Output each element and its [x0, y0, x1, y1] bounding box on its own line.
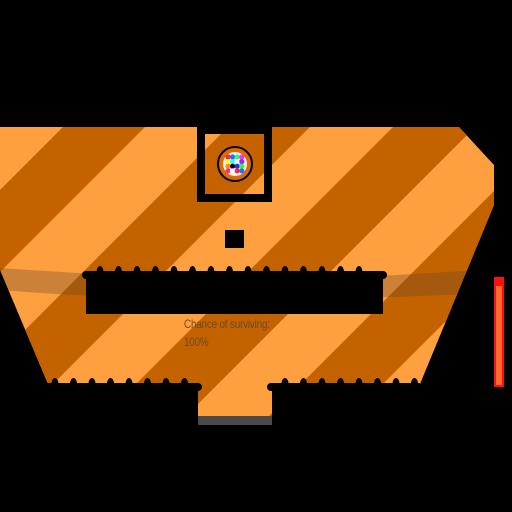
bottom-right-wall [272, 384, 422, 512]
ball-dot [225, 163, 231, 169]
middle-bar [86, 274, 383, 314]
spike [300, 266, 307, 278]
spikes-middle [96, 266, 363, 278]
spike [125, 378, 133, 390]
spike [107, 378, 114, 390]
ball-dot [225, 168, 231, 174]
arena-stripe [0, 127, 152, 425]
ball-dot [239, 154, 245, 160]
spike [70, 378, 77, 390]
spike [189, 266, 196, 278]
ball-dot [239, 168, 245, 174]
ball-dot [230, 163, 236, 169]
ball-dot [234, 168, 240, 174]
spikes-left [51, 378, 188, 390]
spike [244, 266, 252, 278]
ball-dots [225, 154, 245, 174]
ball-dot [230, 168, 236, 174]
spike [411, 378, 418, 390]
ball-dot [225, 159, 231, 165]
spike [88, 378, 96, 390]
spike [152, 266, 159, 278]
spike [162, 378, 170, 390]
ball-dot [234, 154, 240, 160]
spike [207, 266, 215, 278]
spike [374, 378, 381, 390]
ball-dot [234, 159, 240, 165]
bottom-left-lip [44, 383, 202, 391]
spike [51, 378, 59, 390]
ball-dot [239, 159, 245, 165]
ball-dot [230, 154, 236, 160]
spike [337, 378, 344, 390]
bottom-right-platform [267, 378, 422, 512]
middle-spike-bar [82, 266, 387, 314]
ball-dot [239, 163, 245, 169]
spike [133, 266, 141, 278]
small-block [225, 230, 244, 248]
spike [281, 378, 289, 390]
arena-stripe [245, 127, 494, 425]
spike [318, 378, 326, 390]
spike [300, 378, 307, 390]
exit-strip [197, 416, 272, 425]
player-ball[interactable] [217, 146, 253, 182]
spike [170, 266, 178, 278]
spike [318, 266, 326, 278]
spike [263, 266, 270, 278]
spike [226, 266, 233, 278]
ball-dot [230, 159, 236, 165]
spike [355, 378, 363, 390]
chance-value: 100% [184, 335, 209, 349]
spike [392, 378, 400, 390]
spike [144, 378, 151, 390]
spawn-box [197, 126, 272, 202]
chance-label: Chance of surviving: [184, 317, 270, 331]
spike [115, 266, 122, 278]
ball-dot [234, 163, 240, 169]
health-bar-fill [496, 286, 502, 385]
spike [281, 266, 289, 278]
spike [96, 266, 104, 278]
spike [337, 266, 344, 278]
spike [355, 266, 363, 278]
health-bar [494, 277, 504, 387]
ball-dot [225, 154, 231, 160]
bottom-left-wall [48, 384, 198, 512]
spike [181, 378, 188, 390]
spikes-right [281, 378, 418, 390]
bottom-left-platform [44, 378, 202, 512]
